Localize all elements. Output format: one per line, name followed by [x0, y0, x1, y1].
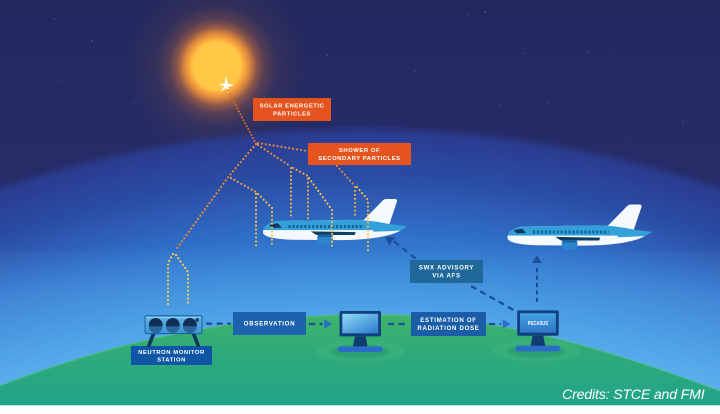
svg-text:NEUTRON MONITOR: NEUTRON MONITOR [138, 350, 205, 356]
svg-text:OBSERVATION: OBSERVATION [244, 321, 295, 328]
svg-text:SWX ADVISORY: SWX ADVISORY [419, 265, 474, 272]
svg-text:STATION: STATION [157, 357, 186, 363]
svg-text:ESTIMATION OF: ESTIMATION OF [420, 317, 476, 324]
svg-text:SHOWER OF: SHOWER OF [339, 148, 380, 154]
svg-text:Credits: STCE and FMI: Credits: STCE and FMI [562, 387, 705, 403]
svg-text:VIA AFS: VIA AFS [432, 273, 461, 280]
svg-text:SOLAR ENERGETIC: SOLAR ENERGETIC [260, 104, 325, 110]
svg-text:PARTICLES: PARTICLES [273, 112, 311, 118]
svg-text:PECASUS: PECASUS [528, 321, 548, 326]
svg-text:SECONDARY PARTICLES: SECONDARY PARTICLES [318, 156, 400, 162]
svg-text:RADIATION DOSE: RADIATION DOSE [417, 325, 479, 332]
